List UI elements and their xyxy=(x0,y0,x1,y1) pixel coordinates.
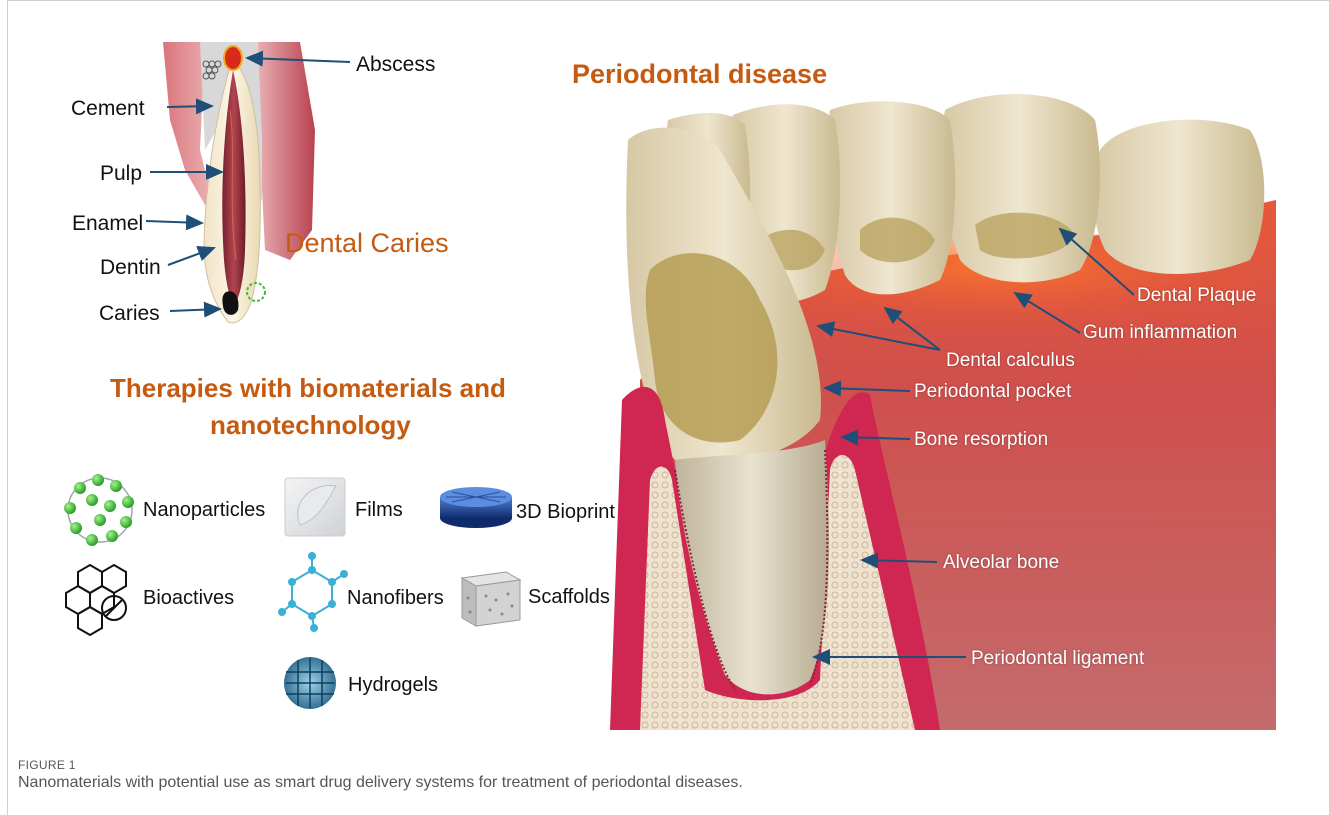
label-dental-plaque: Dental Plaque xyxy=(1137,286,1256,305)
figure-label: FIGURE 1 xyxy=(18,758,76,772)
label-alveolar-bone: Alveolar bone xyxy=(943,553,1059,572)
label-dental-calculus: Dental calculus xyxy=(946,351,1075,370)
tooth-4 xyxy=(827,101,955,294)
figure-caption: Nanomaterials with potential use as smar… xyxy=(18,774,743,792)
label-bone-resorption: Bone resorption xyxy=(914,430,1048,449)
label-gum-inflammation: Gum inflammation xyxy=(1083,323,1237,342)
label-periodontal-ligament: Periodontal ligament xyxy=(971,649,1144,668)
label-periodontal-pocket: Periodontal pocket xyxy=(914,382,1071,401)
molar-right xyxy=(1093,120,1264,274)
